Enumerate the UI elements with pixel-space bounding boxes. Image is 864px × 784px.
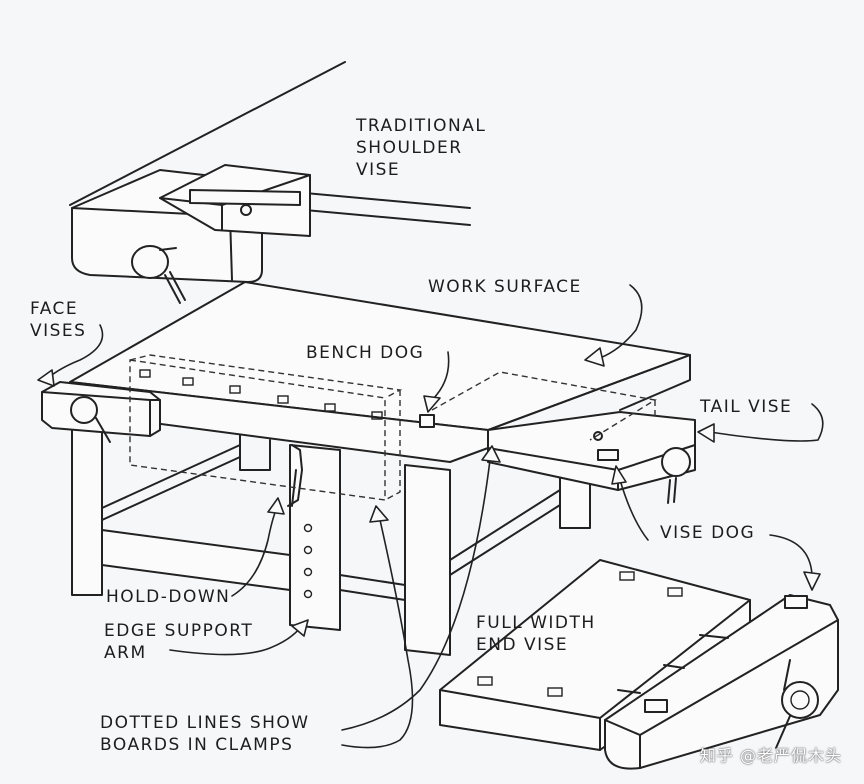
label-edge-support-arm: EDGE SUPPORT ARM bbox=[104, 620, 253, 664]
label-full-width-end-vise-line1: FULL WIDTH bbox=[476, 613, 596, 633]
label-shoulder-vise-line2: SHOULDER bbox=[356, 138, 463, 158]
dotted-lines-arrow-2 bbox=[341, 459, 491, 731]
label-edge-support-arm-line2: ARM bbox=[104, 643, 147, 663]
label-face-vises-line2: VISES bbox=[30, 321, 87, 341]
dotted-lines-arrow-1 bbox=[341, 519, 414, 749]
label-full-width-end-vise-line2: END VISE bbox=[476, 635, 569, 655]
workbench-illustration bbox=[41, 281, 696, 656]
label-dotted-lines-line2: BOARDS IN CLAMPS bbox=[100, 735, 294, 755]
watermark: 知乎 @老严侃木头 bbox=[699, 746, 842, 765]
label-face-vises-line1: FACE bbox=[30, 299, 79, 319]
label-hold-down: HOLD-DOWN bbox=[106, 587, 231, 607]
label-edge-support-arm-line1: EDGE SUPPORT bbox=[104, 621, 254, 641]
label-shoulder-vise-line3: VISE bbox=[356, 160, 401, 180]
hold-down-arrow bbox=[231, 509, 277, 597]
end-vise-illustration bbox=[439, 559, 839, 770]
bench-dog-arrow bbox=[431, 351, 450, 401]
vise-dog-arrow bbox=[619, 479, 649, 541]
label-shoulder-vise-line1: TRADITIONAL bbox=[356, 116, 487, 136]
label-face-vises: FACE VISES bbox=[30, 298, 86, 342]
vise-dog-arrow-2 bbox=[769, 534, 813, 576]
label-tail-vise: TAIL VISE bbox=[700, 397, 793, 417]
leader-arrows bbox=[37, 284, 824, 749]
shoulder-vise-illustration bbox=[69, 61, 471, 304]
work-surface-arrow bbox=[599, 284, 643, 359]
label-dotted-lines: DOTTED LINES SHOW BOARDS IN CLAMPS bbox=[100, 712, 310, 756]
edge-support-arrow bbox=[169, 627, 301, 656]
label-bench-dog: BENCH DOG bbox=[306, 343, 425, 363]
tail-vise-arrow bbox=[709, 403, 824, 442]
label-work-surface: WORK SURFACE bbox=[428, 277, 582, 297]
label-full-width-end-vise: FULL WIDTH END VISE bbox=[476, 612, 596, 656]
label-shoulder-vise: TRADITIONAL SHOULDER VISE bbox=[356, 115, 486, 181]
face-vises-arrow bbox=[47, 324, 104, 379]
label-vise-dog: VISE DOG bbox=[660, 523, 756, 543]
label-dotted-lines-line1: DOTTED LINES SHOW bbox=[100, 713, 310, 733]
